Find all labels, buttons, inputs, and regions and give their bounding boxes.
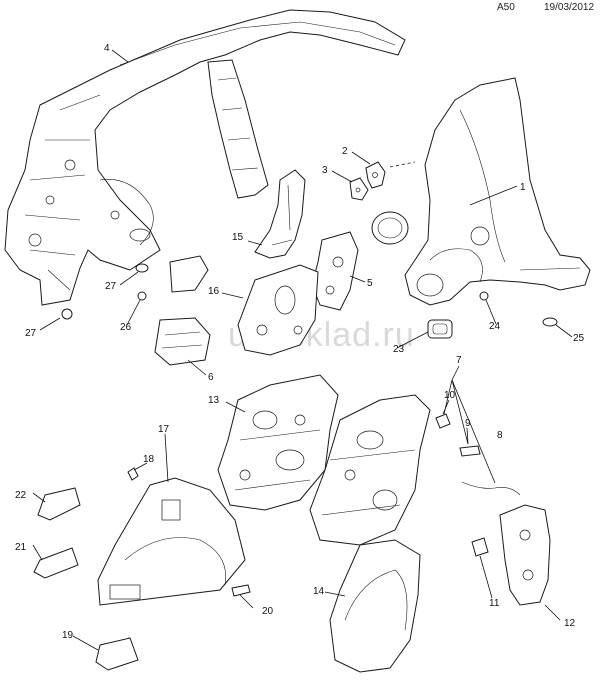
- callout-20[interactable]: 20: [262, 606, 274, 617]
- part-16-inner-panel[interactable]: [237, 264, 319, 356]
- callout-1[interactable]: 1: [520, 182, 526, 193]
- callout-25[interactable]: 25: [573, 333, 585, 344]
- part-quarter-lower-bracket[interactable]: [169, 255, 209, 293]
- callout-7[interactable]: 7: [456, 355, 462, 366]
- callout-19[interactable]: 19: [62, 630, 74, 641]
- part-24-grommet[interactable]: [479, 291, 489, 301]
- part-9-clip[interactable]: [459, 445, 481, 457]
- part-20-strip[interactable]: [231, 584, 251, 597]
- part-side-frame[interactable]: [4, 9, 406, 306]
- part-bracket-2[interactable]: [365, 161, 386, 189]
- callout-labels: 4 1 2 3 5 6 7 8 9 10 11 12 13 14 15 16 1…: [15, 43, 585, 641]
- part-quarter-outer-panel[interactable]: [404, 77, 591, 306]
- part-bracket-3[interactable]: [349, 177, 369, 201]
- diagram-date: 19/03/2012: [544, 2, 595, 13]
- part-14-wheel-arch[interactable]: [329, 539, 421, 673]
- part-22-bracket[interactable]: [37, 487, 81, 521]
- part-18-screw[interactable]: [127, 467, 139, 481]
- part-6-reinforcement[interactable]: [154, 317, 211, 366]
- part-fuel-filler-housing[interactable]: [371, 211, 409, 245]
- part-7-inner-quarter-assembly[interactable]: [309, 394, 431, 546]
- part-17-wheelhouse-inner[interactable]: [97, 477, 246, 606]
- part-27-grommet-a[interactable]: [135, 263, 149, 273]
- callout-3[interactable]: 3: [322, 165, 328, 176]
- part-8-harness[interactable]: [461, 481, 521, 496]
- callout-6[interactable]: 6: [208, 372, 214, 383]
- callout-12[interactable]: 12: [564, 618, 576, 629]
- callout-15[interactable]: 15: [232, 232, 244, 243]
- callout-27-lower[interactable]: 27: [25, 328, 37, 339]
- callout-14[interactable]: 14: [313, 586, 325, 597]
- part-26-grommet[interactable]: [137, 291, 147, 301]
- callout-5[interactable]: 5: [367, 278, 373, 289]
- callout-26[interactable]: 26: [120, 322, 132, 333]
- callout-17[interactable]: 17: [158, 424, 170, 435]
- callout-21[interactable]: 21: [15, 542, 27, 553]
- part-21-bracket[interactable]: [33, 547, 79, 579]
- part-11-plug[interactable]: [471, 537, 489, 557]
- part-15-pillar-reinforcement[interactable]: [254, 169, 306, 259]
- callout-2[interactable]: 2: [342, 146, 348, 157]
- callout-16[interactable]: 16: [208, 286, 220, 297]
- part-19-bracket[interactable]: [95, 637, 139, 671]
- part-25-grommet[interactable]: [542, 317, 558, 327]
- callout-4[interactable]: 4: [104, 43, 110, 54]
- callout-9[interactable]: 9: [465, 418, 471, 429]
- callout-22[interactable]: 22: [15, 490, 27, 501]
- part-10-clip[interactable]: [435, 413, 451, 429]
- callout-27-upper[interactable]: 27: [105, 281, 117, 292]
- diagram-code: A50: [497, 2, 515, 13]
- part-5-bracket[interactable]: [311, 231, 359, 311]
- callout-11[interactable]: 11: [489, 598, 500, 609]
- callout-10[interactable]: 10: [444, 390, 456, 401]
- callout-8[interactable]: 8: [497, 430, 503, 441]
- part-13-inner-quarter[interactable]: [217, 374, 339, 511]
- part-27-grommet-b[interactable]: [61, 308, 73, 320]
- part-23-cap[interactable]: [427, 319, 453, 339]
- callout-23[interactable]: 23: [393, 344, 405, 355]
- callout-24[interactable]: 24: [489, 321, 501, 332]
- callout-13[interactable]: 13: [208, 395, 220, 406]
- part-12-rear-panel[interactable]: [499, 504, 551, 606]
- leader-lines: [32, 49, 573, 651]
- callout-18[interactable]: 18: [143, 454, 155, 465]
